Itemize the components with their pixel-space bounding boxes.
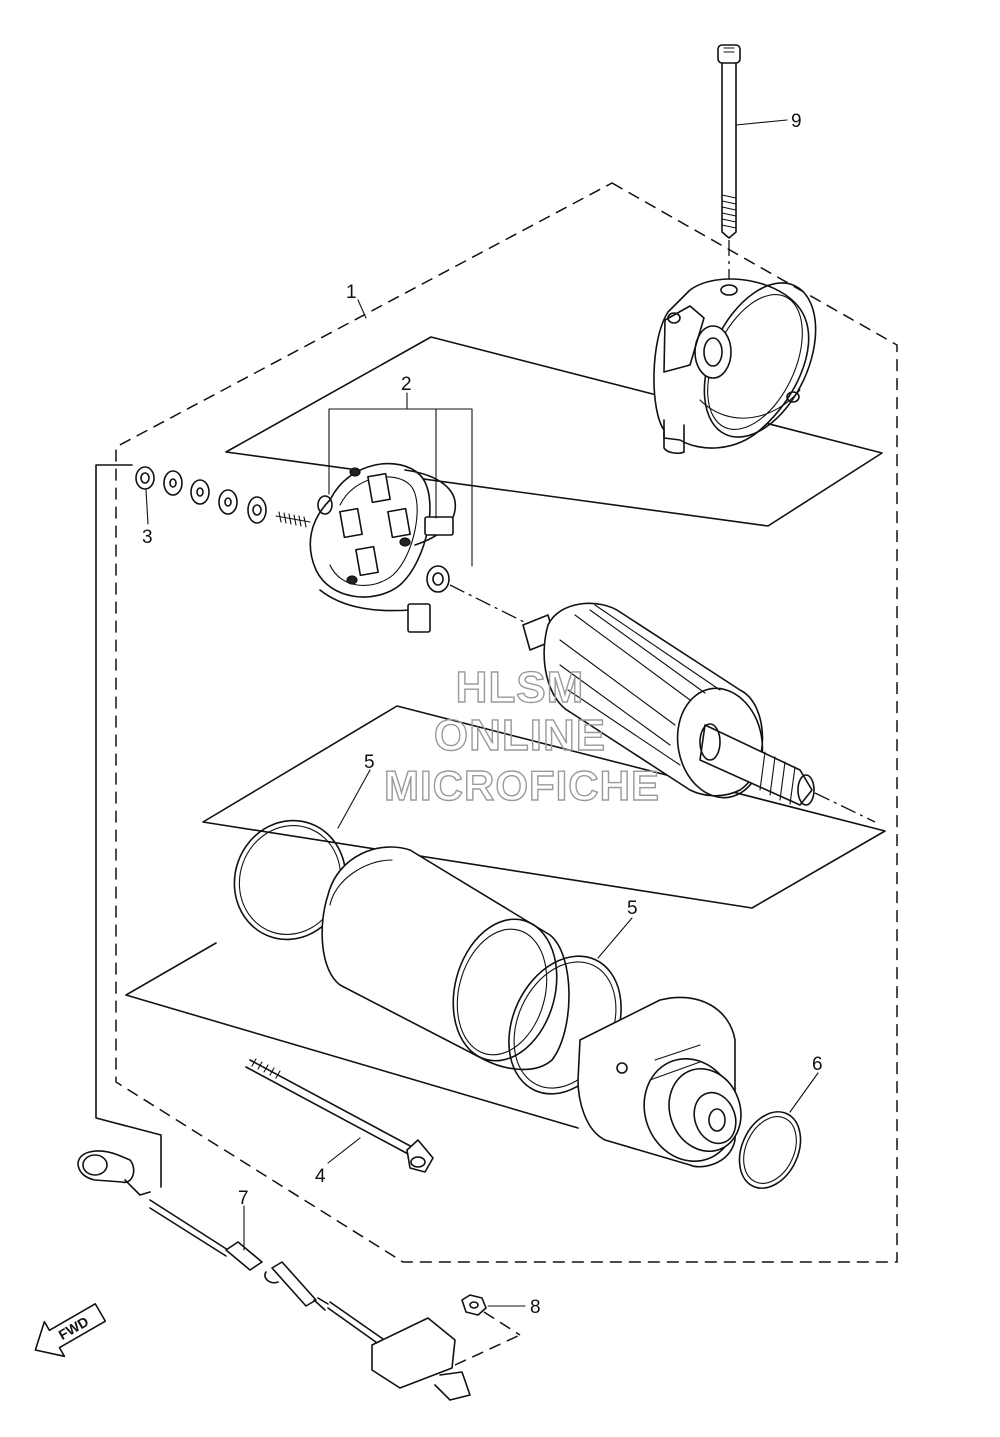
callout-6: 6 xyxy=(812,1054,823,1075)
leader-4 xyxy=(327,1137,361,1164)
rear-cover xyxy=(653,278,817,454)
yoke-housing xyxy=(321,846,570,1071)
callout-2: 2 xyxy=(401,374,412,395)
through-bolt-short xyxy=(245,1058,434,1173)
callout-4: 4 xyxy=(315,1166,326,1187)
brush-holder-plane xyxy=(225,336,883,527)
armature xyxy=(522,602,876,823)
watermark-line-3: MICROFICHE xyxy=(384,762,660,809)
leader-5a xyxy=(337,769,371,829)
brush-holder-plate xyxy=(309,462,457,633)
watermark-line-1: HLSM xyxy=(456,663,585,712)
callout-9: 9 xyxy=(791,111,802,132)
through-bolt-long xyxy=(717,44,741,300)
washer-stack xyxy=(135,466,311,528)
callout-5-upper: 5 xyxy=(364,752,375,773)
callout-7: 7 xyxy=(238,1188,249,1209)
lead-wire-bracket-outline xyxy=(95,464,162,1188)
leader-5b xyxy=(597,917,633,959)
o-ring-small xyxy=(738,1111,802,1189)
assembly-boundary-dashed xyxy=(115,182,898,1263)
center-axis-line xyxy=(449,584,531,626)
leader-6 xyxy=(789,1072,819,1113)
fwd-arrow-icon: FWD xyxy=(34,1303,107,1358)
yoke-plane xyxy=(125,942,579,1129)
lead-wire xyxy=(77,1150,521,1401)
front-cover xyxy=(577,996,742,1168)
armature-plane xyxy=(202,705,886,909)
leader-1 xyxy=(357,299,367,319)
callout-8: 8 xyxy=(530,1297,541,1318)
callout-5-lower: 5 xyxy=(627,898,638,919)
nut xyxy=(461,1294,521,1336)
callout-1: 1 xyxy=(346,282,357,303)
callout-bracket-2 xyxy=(328,392,473,567)
callout-3: 3 xyxy=(142,527,153,548)
watermark-line-2: ONLINE xyxy=(434,711,606,760)
leader-3 xyxy=(145,489,149,525)
leader-9 xyxy=(735,119,788,126)
